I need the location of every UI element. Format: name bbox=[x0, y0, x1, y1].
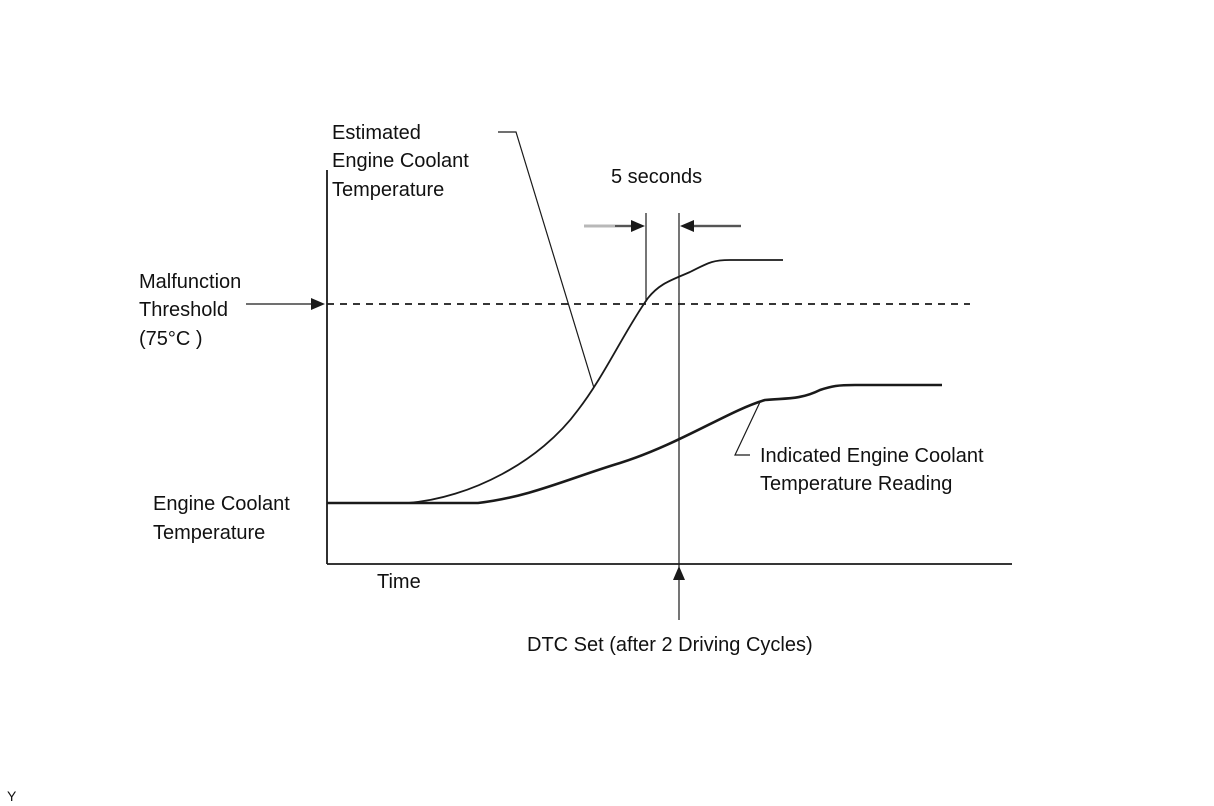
indicated-label-line2: Temperature Reading bbox=[760, 473, 952, 495]
interval-arrowhead-left bbox=[631, 220, 645, 232]
dtc-label: DTC Set (after 2 Driving Cycles) bbox=[527, 634, 813, 656]
estimated-temperature-curve bbox=[407, 259, 783, 504]
y-axis-label-line2: Temperature bbox=[153, 522, 265, 544]
dtc-arrowhead bbox=[673, 566, 685, 580]
corner-code: Y bbox=[7, 788, 17, 804]
estimated-label-line2: Engine Coolant bbox=[332, 150, 469, 172]
interval-arrowhead-right bbox=[680, 220, 694, 232]
indicated-temperature-curve bbox=[327, 383, 942, 505]
threshold-label-line3: (75°C ) bbox=[139, 328, 203, 350]
indicated-leader-line bbox=[734, 401, 761, 456]
threshold-label-line2: Threshold bbox=[139, 299, 228, 321]
estimated-leader-line bbox=[498, 131, 595, 389]
indicated-label-line1: Indicated Engine Coolant bbox=[760, 445, 984, 467]
estimated-label-line3: Temperature bbox=[332, 179, 444, 201]
estimated-label-line1: Estimated bbox=[332, 122, 421, 144]
y-axis-label-line1: Engine Coolant bbox=[153, 493, 290, 515]
interval-label: 5 seconds bbox=[611, 166, 702, 188]
threshold-label-line1: Malfunction bbox=[139, 271, 241, 293]
x-axis-label: Time bbox=[377, 571, 421, 593]
threshold-arrowhead bbox=[311, 298, 325, 310]
